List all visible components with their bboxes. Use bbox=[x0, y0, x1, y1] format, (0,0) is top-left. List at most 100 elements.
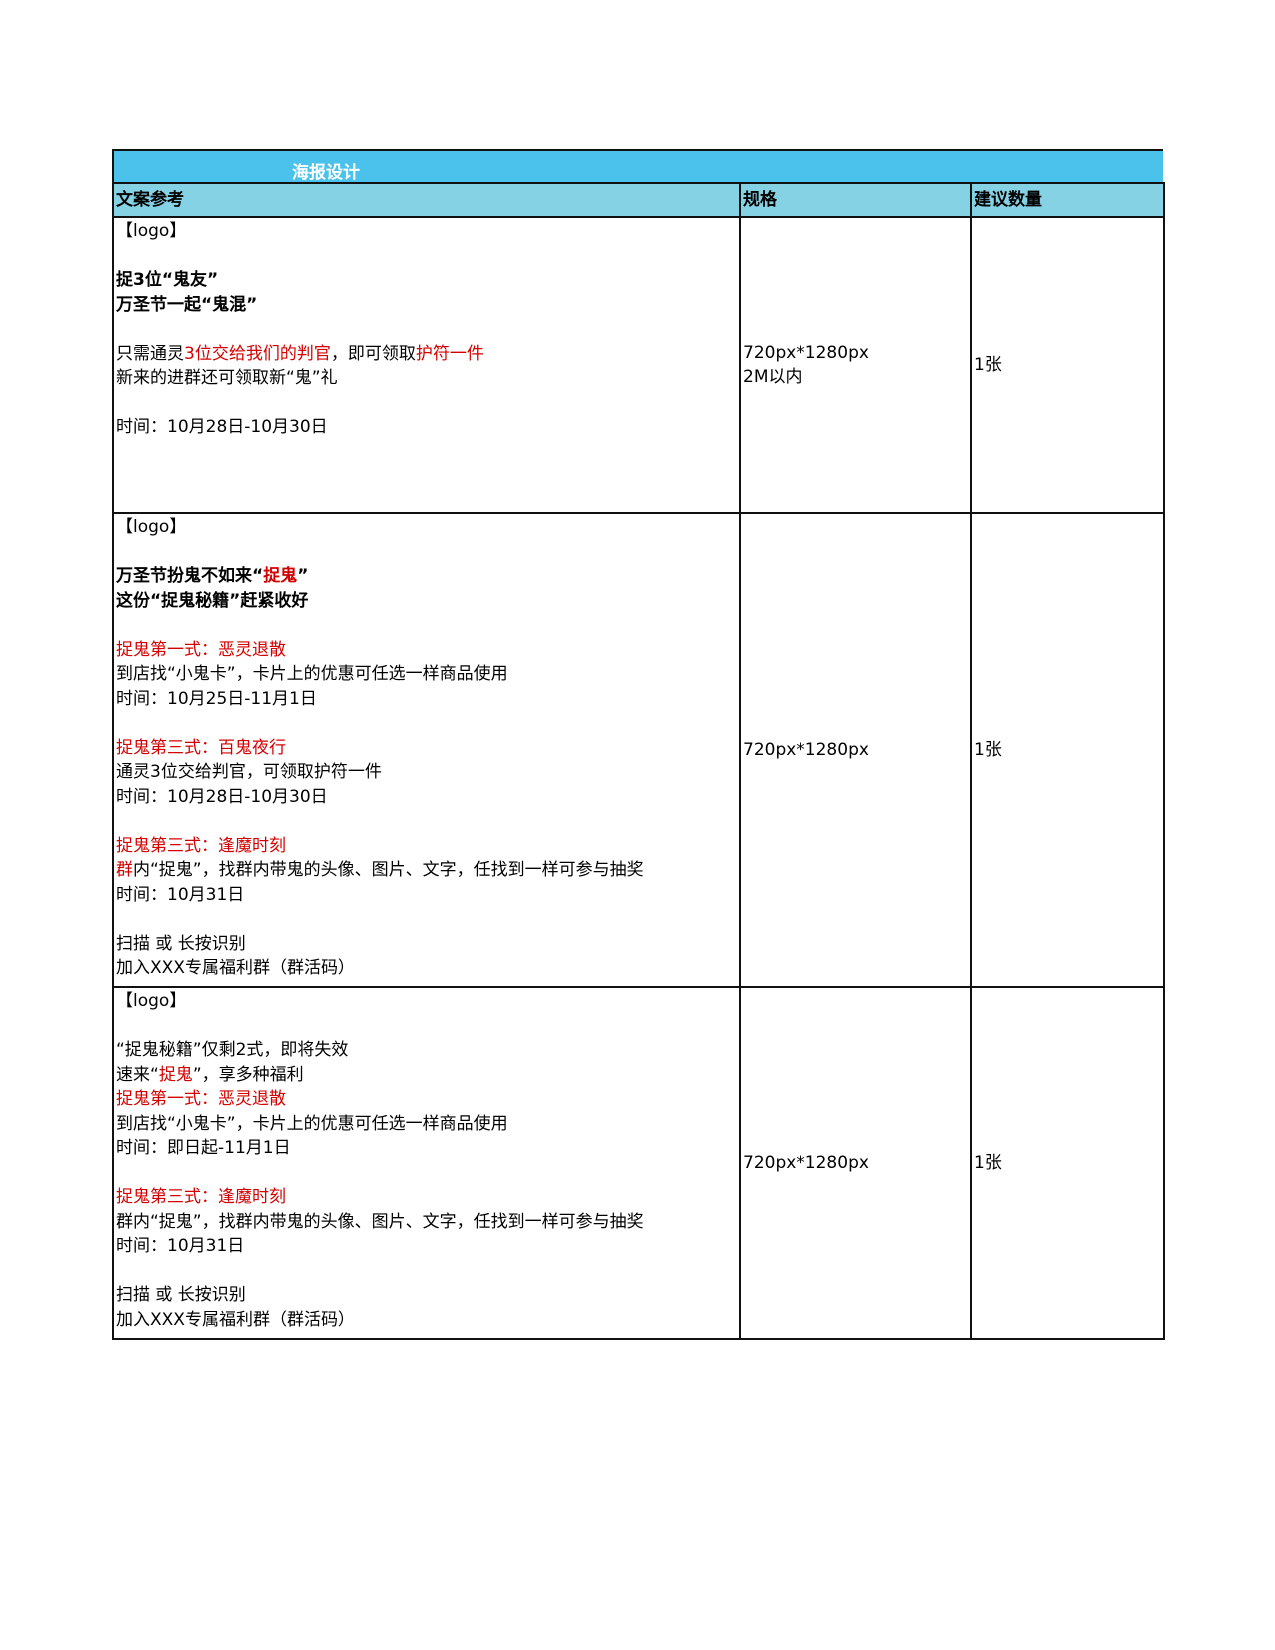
copy-line: 捉鬼第一式：恶灵退散 bbox=[116, 1087, 737, 1112]
copy-text: 扫描 或 长按识别 bbox=[116, 933, 246, 954]
copy-line: 时间：10月31日 bbox=[116, 883, 737, 908]
highlight-text: 捉鬼第三式：逢魔时刻 bbox=[116, 835, 286, 856]
highlight-text: 捉鬼第一式：恶灵退散 bbox=[116, 639, 286, 660]
table-row: 【logo】“捉鬼秘籍”仅剩2式，即将失效速来“捉鬼”，享多种福利捉鬼第一式：恶… bbox=[112, 986, 1165, 1340]
sheet-title: 海报设计 bbox=[292, 163, 360, 183]
copy-text: 通灵3位交给判官，可领取护符一件 bbox=[116, 762, 382, 782]
copy-reference-cell[interactable]: 【logo】万圣节扮鬼不如来“捉鬼”这份“捉鬼秘籍”赶紧收好捉鬼第一式：恶灵退散… bbox=[112, 512, 741, 988]
copy-line bbox=[116, 244, 737, 269]
spec-value: 720px*1280px bbox=[743, 739, 869, 760]
copy-line: 加入XXX专属福利群（群活码） bbox=[116, 956, 737, 981]
copy-text: 【logo】 bbox=[116, 221, 187, 241]
copy-text: 这份“捉鬼秘籍”赶紧收好 bbox=[116, 590, 309, 611]
highlight-text: 护符一件 bbox=[415, 343, 484, 364]
copy-line: 时间：10月25日-11月1日 bbox=[116, 687, 737, 712]
sheet-title-bar: 海报设计 bbox=[112, 149, 1163, 183]
copy-line: 捉鬼第三式：百鬼夜行 bbox=[116, 736, 737, 761]
highlight-text: 捉鬼 bbox=[158, 1064, 193, 1085]
quantity-cell[interactable]: 1张 bbox=[970, 986, 1165, 1340]
copy-line: 万圣节一起“鬼混” bbox=[116, 293, 737, 318]
header-spec[interactable]: 规格 bbox=[739, 182, 972, 218]
copy-text: 新来的进群还可领取新“鬼”礼 bbox=[116, 368, 338, 388]
copy-reference-cell[interactable]: 【logo】捉3位“鬼友” 万圣节一起“鬼混” 只需通灵3位交给我们的判官，即可领取… bbox=[112, 216, 741, 514]
quantity-cell[interactable]: 1张 bbox=[970, 216, 1165, 514]
copy-line: 群内“捉鬼”，找群内带鬼的头像、图片、文字，任找到一样可参与抽奖 bbox=[116, 1210, 737, 1235]
copy-text: 捉3位“鬼友” bbox=[116, 270, 219, 290]
highlight-text: 捉鬼第一式：恶灵退散 bbox=[116, 1089, 286, 1109]
copy-line: 速来“捉鬼”，享多种福利 bbox=[116, 1063, 737, 1088]
quantity-value: 1张 bbox=[974, 1152, 1002, 1173]
copy-text: ”，享多种福利 bbox=[192, 1064, 304, 1085]
copy-text: 【logo】 bbox=[116, 991, 187, 1011]
copy-text: 时间：10月28日-10月30日 bbox=[116, 786, 328, 807]
spec-cell[interactable]: 720px*1280px bbox=[739, 512, 972, 988]
spec-value: 2M以内 bbox=[743, 367, 803, 387]
copy-line: 新来的进群还可领取新“鬼”礼 bbox=[116, 366, 737, 391]
copy-line bbox=[116, 391, 737, 416]
copy-line bbox=[116, 1161, 737, 1186]
copy-text: 群内“捉鬼”，找群内带鬼的头像、图片、文字，任找到一样可参与抽奖 bbox=[116, 1211, 644, 1232]
copy-text: 内“捉鬼”，找群内带鬼的头像、图片、文字，任找到一样可参与抽奖 bbox=[133, 860, 644, 880]
table-row: 【logo】万圣节扮鬼不如来“捉鬼”这份“捉鬼秘籍”赶紧收好捉鬼第一式：恶灵退散… bbox=[112, 512, 1165, 988]
header-copy-reference[interactable]: 文案参考 bbox=[112, 182, 741, 218]
quantity-value: 1张 bbox=[974, 354, 1002, 375]
quantity-cell[interactable]: 1张 bbox=[970, 512, 1165, 988]
copy-text: 加入XXX专属福利群（群活码） bbox=[116, 958, 355, 978]
copy-line: 【logo】 bbox=[116, 989, 737, 1014]
copy-text: 【logo】 bbox=[116, 517, 187, 537]
copy-line: 只需通灵3位交给我们的判官，即可领取护符一件 bbox=[116, 342, 737, 367]
highlight-text: 捉鬼第三式：百鬼夜行 bbox=[116, 737, 286, 758]
copy-text: 到店找“小鬼卡”，卡片上的优惠可任选一样商品使用 bbox=[116, 1113, 508, 1134]
copy-line: 这份“捉鬼秘籍”赶紧收好 bbox=[116, 589, 737, 614]
header-row: 文案参考 规格 建议数量 bbox=[112, 182, 1165, 218]
copy-line bbox=[116, 711, 737, 736]
copy-line bbox=[116, 907, 737, 932]
quantity-value: 1张 bbox=[974, 739, 1002, 760]
copy-line: 群内“捉鬼”，找群内带鬼的头像、图片、文字，任找到一样可参与抽奖 bbox=[116, 858, 737, 883]
copy-text: 扫描 或 长按识别 bbox=[116, 1285, 246, 1305]
highlight-text: 捉鬼 bbox=[263, 566, 298, 586]
copy-line: 时间：即日起-11月1日 bbox=[116, 1136, 737, 1161]
copy-line: 捉鬼第三式：逢魔时刻 bbox=[116, 1185, 737, 1210]
table-row: 【logo】捉3位“鬼友” 万圣节一起“鬼混” 只需通灵3位交给我们的判官，即可领取… bbox=[112, 216, 1165, 514]
copy-text: ，即可领取 bbox=[330, 343, 416, 364]
copy-text: 速来“ bbox=[116, 1064, 159, 1085]
copy-line: “捉鬼秘籍”仅剩2式，即将失效 bbox=[116, 1038, 737, 1063]
poster-table: 文案参考 规格 建议数量 【logo】捉3位“鬼友”万圣节一起“鬼混”只需通灵3… bbox=[112, 182, 1165, 1340]
copy-line: 捉鬼第三式：逢魔时刻 bbox=[116, 834, 737, 859]
header-suggested-quantity[interactable]: 建议数量 bbox=[970, 182, 1165, 218]
copy-text: 万圣节扮鬼不如来“ bbox=[116, 566, 264, 586]
copy-line bbox=[116, 317, 737, 342]
copy-text: 时间：10月25日-11月1日 bbox=[116, 688, 317, 709]
highlight-text: 捉鬼第三式：逢魔时刻 bbox=[116, 1187, 286, 1207]
copy-text: 时间：即日起-11月1日 bbox=[116, 1138, 291, 1158]
copy-line bbox=[116, 540, 737, 565]
copy-line: 到店找“小鬼卡”，卡片上的优惠可任选一样商品使用 bbox=[116, 662, 737, 687]
copy-line: 万圣节扮鬼不如来“捉鬼” bbox=[116, 564, 737, 589]
spec-value: 720px*1280px bbox=[743, 1152, 869, 1173]
copy-text: 万圣节一起“鬼混” bbox=[116, 294, 258, 315]
copy-text: ” bbox=[297, 566, 309, 586]
copy-reference-cell[interactable]: 【logo】“捉鬼秘籍”仅剩2式，即将失效速来“捉鬼”，享多种福利捉鬼第一式：恶… bbox=[112, 986, 741, 1340]
copy-line: 时间：10月28日-10月30日 bbox=[116, 785, 737, 810]
copy-line: 扫描 或 长按识别 bbox=[116, 932, 737, 957]
copy-text: 时间：10月28日-10月30日 bbox=[116, 417, 328, 437]
highlight-text: 3位交给我们的判官 bbox=[184, 343, 331, 364]
spec-value: 720px*1280px bbox=[743, 342, 869, 363]
copy-line: 时间：10月31日 bbox=[116, 1234, 737, 1259]
copy-line: 【logo】 bbox=[116, 219, 737, 244]
copy-line bbox=[116, 1014, 737, 1039]
copy-line: 通灵3位交给判官，可领取护符一件 bbox=[116, 760, 737, 785]
copy-line bbox=[116, 613, 737, 638]
copy-line: 加入XXX专属福利群（群活码） bbox=[116, 1308, 737, 1333]
copy-line: 捉3位“鬼友” bbox=[116, 268, 737, 293]
copy-text: 到店找“小鬼卡”，卡片上的优惠可任选一样商品使用 bbox=[116, 664, 508, 684]
spec-cell[interactable]: 720px*1280px bbox=[739, 986, 972, 1340]
spec-cell[interactable]: 720px*1280px 2M以内 bbox=[739, 216, 972, 514]
copy-line: 扫描 或 长按识别 bbox=[116, 1283, 737, 1308]
copy-line: 到店找“小鬼卡”，卡片上的优惠可任选一样商品使用 bbox=[116, 1112, 737, 1137]
copy-line: 【logo】 bbox=[116, 515, 737, 540]
copy-text: 时间：10月31日 bbox=[116, 1236, 245, 1256]
copy-text: 加入XXX专属福利群（群活码） bbox=[116, 1309, 355, 1330]
copy-line bbox=[116, 1259, 737, 1284]
